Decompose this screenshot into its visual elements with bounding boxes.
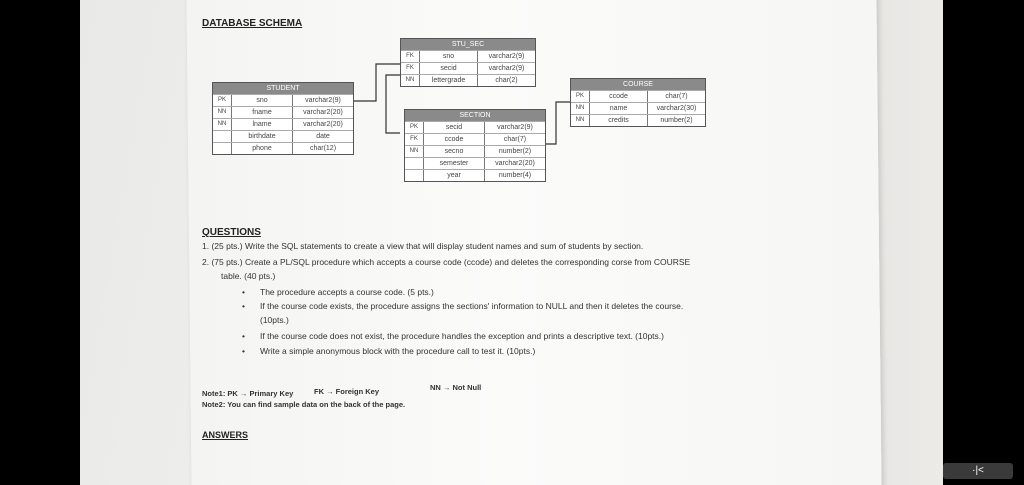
bullet-item: If the course code does not exist, the p… [260, 331, 664, 341]
note-2: Note2: You can find sample data on the b… [202, 400, 406, 409]
table-header: STU_SEC [401, 39, 535, 50]
col-type: varchar2(20) [303, 109, 343, 116]
note-1-nn: NN → Not Null [430, 383, 482, 392]
question-2-cont: table. (40 pts.) [221, 271, 276, 281]
bullet-item: Write a simple anonymous block with the … [260, 346, 536, 356]
col-type: number(4) [498, 172, 532, 179]
col-type: char(12) [309, 145, 337, 152]
col-name: secid [420, 63, 478, 74]
col-type: varchar2(9) [497, 124, 533, 131]
col-name: secno [424, 146, 485, 157]
col-type: char(2) [495, 77, 518, 84]
col-key: FK [401, 51, 420, 62]
col-key: FK [401, 63, 420, 74]
col-name: sno [232, 95, 293, 106]
col-key [213, 131, 232, 142]
col-type: varchar2(9) [305, 97, 341, 104]
col-type: varchar2(20) [495, 160, 535, 167]
col-type: number(2) [660, 117, 693, 124]
col-key: PK [405, 122, 424, 133]
col-name: lname [232, 119, 293, 130]
col-name: sno [420, 51, 478, 62]
letterbox-left [0, 0, 80, 485]
col-key: NN [405, 146, 424, 157]
col-name: lettergrade [420, 75, 478, 86]
questions-title: QUESTIONS [202, 227, 261, 238]
col-name: secid [424, 122, 485, 133]
col-key: NN [571, 115, 590, 126]
col-type: varchar2(9) [488, 65, 525, 72]
collapse-nav-icon[interactable]: ·|< [943, 463, 1013, 479]
table-header: COURSE [571, 79, 705, 90]
col-key: NN [213, 119, 232, 130]
col-type: varchar2(30) [656, 105, 697, 112]
col-type: varchar2(20) [303, 121, 343, 128]
col-name: ccode [424, 134, 485, 145]
col-key: NN [571, 103, 590, 114]
col-key: NN [213, 107, 232, 118]
answers-title: ANSWERS [202, 430, 249, 440]
bullet-item-cont: (10pts.) [260, 315, 289, 325]
bullet-item: The procedure accepts a course code. (5 … [260, 287, 434, 297]
col-name: fname [232, 107, 293, 118]
col-name: birthdate [232, 131, 293, 142]
bullet-dot: • [242, 301, 245, 311]
col-key [405, 170, 424, 181]
bullet-dot: • [242, 287, 245, 297]
col-key [405, 158, 424, 169]
col-type: char(7) [665, 93, 688, 100]
col-name: name [590, 103, 648, 114]
bullet-dot: • [242, 331, 245, 341]
col-type: number(2) [498, 148, 532, 155]
col-name: phone [232, 143, 293, 154]
col-key: PK [213, 95, 232, 106]
col-key [213, 143, 232, 154]
table-header: STUDENT [213, 83, 353, 94]
col-name: year [424, 170, 485, 181]
col-name: semester [424, 158, 485, 169]
col-key: PK [571, 91, 590, 102]
note-1-pk: Note1: PK → Primary Key [202, 389, 294, 398]
col-type: date [316, 133, 330, 140]
bullet-item: If the course code exists, the procedure… [260, 301, 684, 311]
col-key: NN [401, 75, 420, 86]
col-name: credits [590, 115, 648, 126]
question-1: 1. (25 pts.) Write the SQL statements to… [202, 241, 644, 251]
table-header: SECTION [405, 110, 545, 121]
question-2: 2. (75 pts.) Create a PL/SQL procedure w… [202, 257, 691, 267]
col-type: varchar2(9) [488, 53, 525, 60]
col-key: FK [405, 134, 424, 145]
col-type: char(7) [503, 136, 527, 143]
note-1-fk: FK → Foreign Key [314, 387, 380, 396]
bullet-dot: • [242, 346, 245, 356]
letterbox-right [943, 0, 1024, 485]
schema-title: DATABASE SCHEMA [202, 18, 303, 29]
col-name: ccode [590, 91, 648, 102]
